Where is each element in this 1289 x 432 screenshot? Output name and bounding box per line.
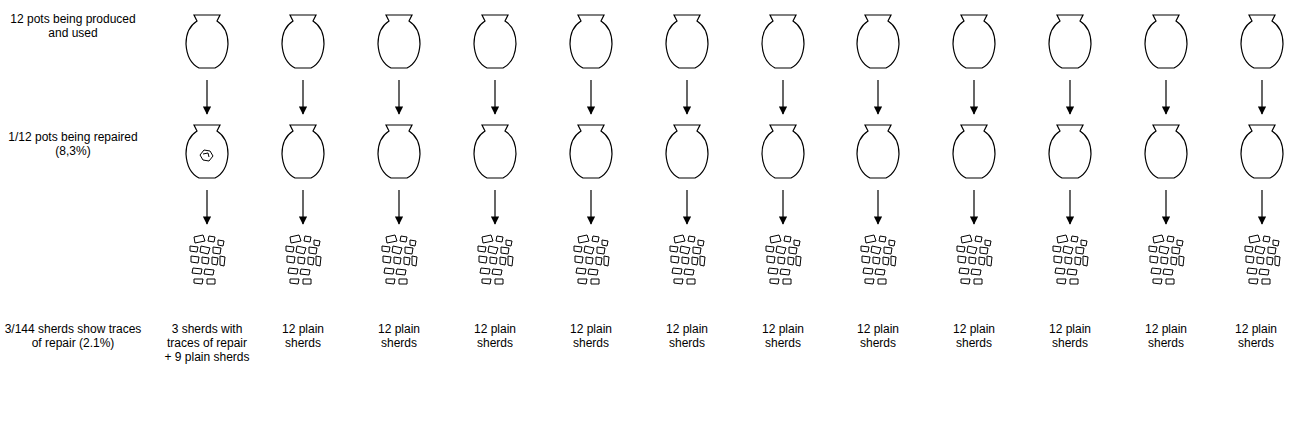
sherd-count: 12 plain sherds bbox=[657, 322, 717, 350]
sherd-count: 12 plain sherds bbox=[465, 322, 525, 350]
sherd-count: 3 sherds with traces of repair + 9 plain… bbox=[164, 322, 250, 364]
sherd-count: 12 plain sherds bbox=[1136, 322, 1196, 350]
sherd-count: 12 plain sherds bbox=[1226, 322, 1286, 350]
row-label: 3/144 sherds show traces of repair (2.1%… bbox=[3, 322, 143, 350]
sherd-count: 12 plain sherds bbox=[273, 322, 333, 350]
sherd-count: 12 plain sherds bbox=[1040, 322, 1100, 350]
sherd-count: 12 plain sherds bbox=[753, 322, 813, 350]
row-label: 12 pots being produced and used bbox=[3, 12, 143, 40]
sherd-count: 12 plain sherds bbox=[369, 322, 429, 350]
row-label: 1/12 pots being repaired (8,3%) bbox=[3, 130, 143, 158]
sherd-count: 12 plain sherds bbox=[848, 322, 908, 350]
sherd-count: 12 plain sherds bbox=[944, 322, 1004, 350]
sherd-count: 12 plain sherds bbox=[561, 322, 621, 350]
